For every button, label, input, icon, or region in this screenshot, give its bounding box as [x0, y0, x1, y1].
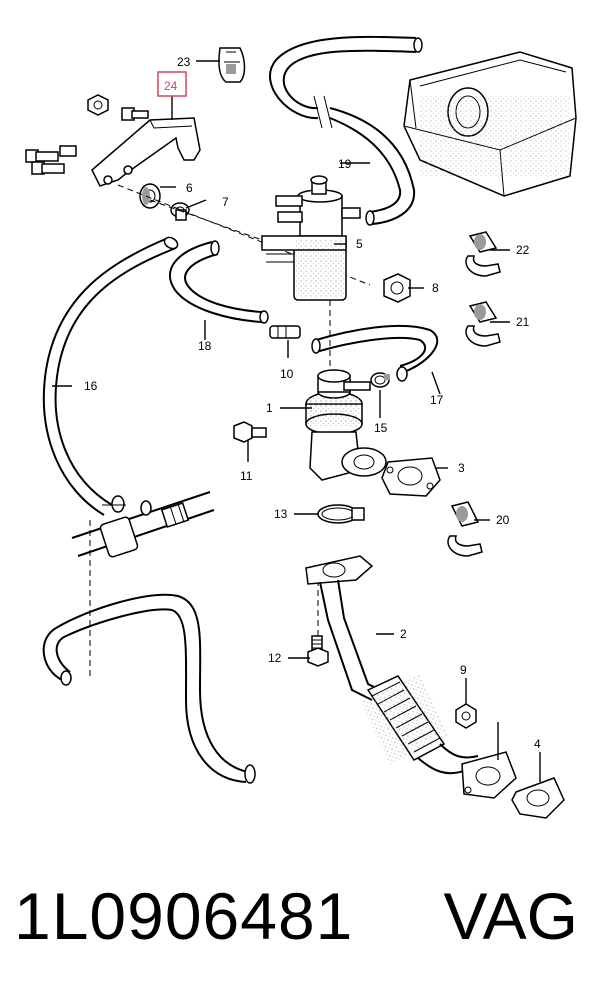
- clip-21: [465, 301, 501, 347]
- callout-19: 19: [338, 157, 352, 171]
- hose-16: [42, 236, 179, 516]
- nut-8: [383, 273, 411, 303]
- callout-24: 24: [164, 79, 178, 93]
- callout-18: 18: [198, 339, 212, 353]
- egr-pipe-2: [305, 555, 517, 799]
- washer-7: [170, 202, 190, 221]
- callout-9: 9: [460, 663, 467, 677]
- clamp-13: [317, 504, 365, 524]
- brand-name: VAG: [443, 879, 578, 953]
- gasket-4: [511, 777, 565, 819]
- highlight-box-24: [157, 71, 187, 97]
- leader-lines: [52, 60, 541, 782]
- fitting-10: [269, 325, 301, 339]
- callout-6: 6: [186, 181, 193, 195]
- clip-23: [218, 47, 246, 83]
- callout-16: 16: [84, 379, 98, 393]
- callout-3: 3: [458, 461, 465, 475]
- gasket-3: [381, 457, 441, 497]
- callout-20: 20: [496, 513, 510, 527]
- bolt-11: [233, 421, 267, 443]
- callout-10: 10: [280, 367, 294, 381]
- callout-12: 12: [268, 651, 282, 665]
- callouts: 23 24 6 7 19 5 8 22 21 18 10 16 17 1 15 …: [84, 55, 541, 751]
- callout-22: 22: [516, 243, 530, 257]
- clip-20: [447, 501, 483, 557]
- bolt-12: [307, 635, 329, 667]
- callout-17: 17: [430, 393, 444, 407]
- valve-5: [261, 175, 361, 301]
- hose-19: [269, 35, 423, 226]
- egr-valve-1: [305, 369, 387, 481]
- lower-hose: [42, 593, 256, 784]
- callout-21: 21: [516, 315, 530, 329]
- callout-23: 23: [177, 55, 191, 69]
- callout-13: 13: [274, 507, 288, 521]
- nut-9: [455, 703, 477, 729]
- vacuum-tube-assembly: [71, 491, 215, 558]
- flex-section: [359, 673, 450, 765]
- callout-5: 5: [356, 237, 363, 251]
- callout-8: 8: [432, 281, 439, 295]
- bracket-24: [25, 94, 201, 187]
- callout-7: 7: [222, 195, 229, 209]
- callout-4: 4: [534, 737, 541, 751]
- vacuum-reservoir: [403, 51, 577, 197]
- callout-1: 1: [266, 401, 273, 415]
- part-number: 1L0906481: [14, 879, 354, 953]
- parts-diagram: .pipe { fill: none; stroke: #000; stroke…: [25, 35, 577, 819]
- hose-18: [169, 240, 269, 324]
- grommet-6: [139, 183, 161, 209]
- clamp-15: [370, 372, 390, 388]
- clip-22: [465, 231, 501, 277]
- callout-2: 2: [400, 627, 407, 641]
- callout-11: 11: [240, 469, 253, 483]
- callout-15: 15: [374, 421, 388, 435]
- hose-17: [311, 324, 439, 382]
